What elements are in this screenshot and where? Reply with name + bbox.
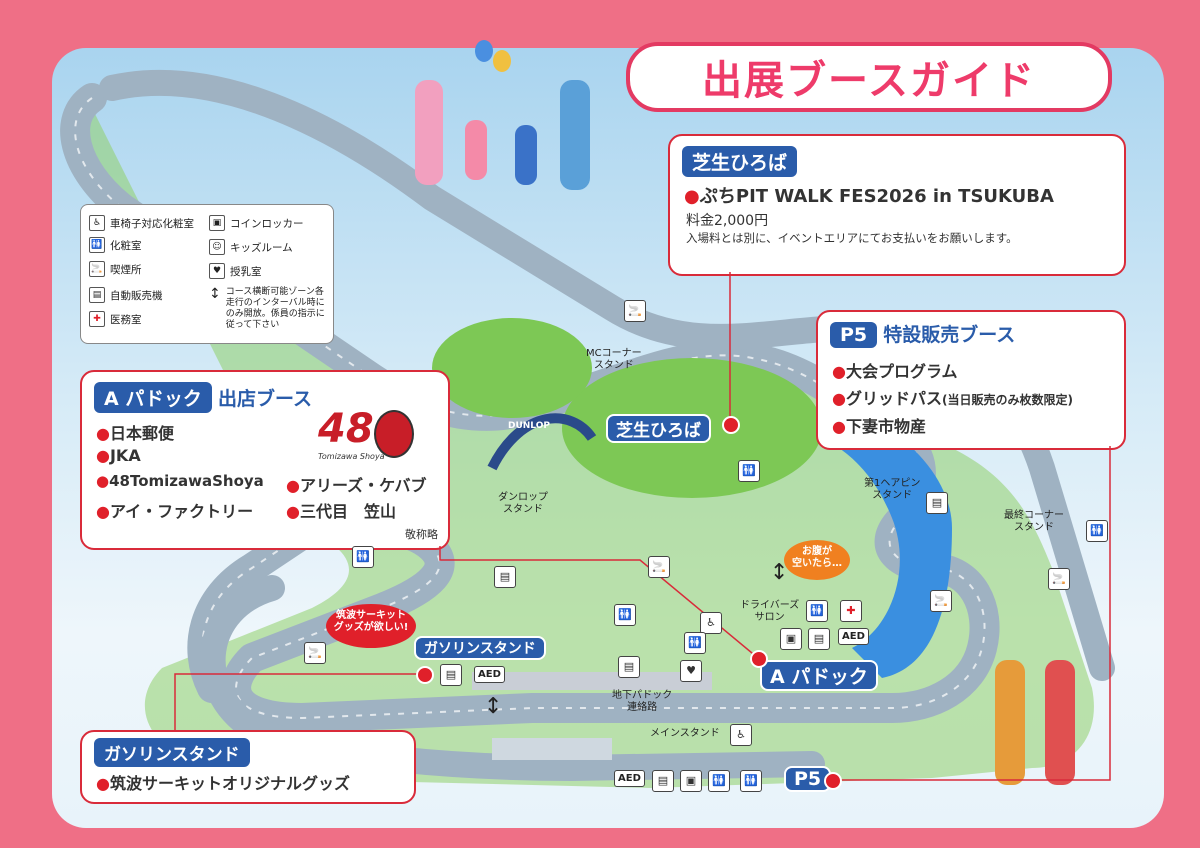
crossing-arrow-icon: ↕: [484, 694, 503, 719]
toilet-icon: 🚻: [738, 460, 760, 482]
shibafu-info-box: 芝生ひろば ●ぷちPIT WALK FES2026 in TSUKUBA 料金2…: [668, 134, 1126, 276]
legend-item: ↕ コース横断可能ゾーン各走行のインターバル時にのみ開放。係員の指示に従って下さ…: [209, 286, 325, 330]
legend-item: 🚻化粧室: [89, 237, 142, 253]
label-hairpin-stand: 第1ヘアピン スタンド: [864, 478, 921, 501]
legend-item: ▣コインロッカー: [209, 215, 304, 231]
coin-locker-icon: ▣: [680, 770, 702, 792]
map-marker-gas: [416, 666, 434, 684]
smoking-icon: 🚬: [304, 642, 326, 664]
paddock-item: ●三代目 笠山: [286, 502, 396, 521]
p5-item: ●グリッドパス(当日販売のみ枚数限定): [832, 389, 1073, 408]
coin-locker-icon: ▣: [780, 628, 802, 650]
couple-illustration: [990, 640, 1090, 790]
wheelchair-icon: ♿: [730, 724, 752, 746]
toilet-icon: 🚻: [89, 237, 105, 253]
label-drivers-salon: ドライバーズ サロン: [740, 600, 800, 623]
crossing-arrow-icon: ↕: [209, 286, 221, 302]
aed-marker: AED: [614, 770, 645, 787]
smoking-icon: 🚬: [648, 556, 670, 578]
coin-locker-icon: ▣: [209, 215, 225, 231]
smoking-icon: 🚬: [1048, 568, 1070, 590]
legend-item: ☺キッズルーム: [209, 239, 293, 255]
vending-machine-icon: ▤: [89, 287, 105, 303]
vending-machine-icon: ▤: [926, 492, 948, 514]
shibafu-box-header: 芝生ひろば: [682, 146, 798, 177]
aed-marker: AED: [474, 666, 505, 683]
family-illustration: [405, 40, 615, 190]
kids-room-icon: ☺: [209, 239, 225, 255]
vending-machine-icon: ▤: [618, 656, 640, 678]
legend-item: ♿車椅子対応化粧室: [89, 215, 194, 231]
label-last-corner-stand: 最終コーナー スタンド: [1004, 510, 1064, 533]
map-tag-p5: P5: [784, 766, 832, 792]
toilet-icon: 🚻: [614, 604, 636, 626]
paddock-item: ●日本郵便: [96, 424, 174, 443]
first-aid-icon: ✚: [840, 600, 862, 622]
nursing-room-icon: ♥: [209, 263, 225, 279]
label-underpass: 地下パドック 連絡路: [612, 690, 673, 713]
gas-box-header: ガソリンスタンド: [94, 738, 250, 767]
dunlop-arch-text: DUNLOP: [508, 421, 550, 431]
honorific-note: 敬称略: [405, 528, 438, 541]
smoking-icon: 🚬: [624, 300, 646, 322]
gas-station-info-box: ガソリンスタンド ●筑波サーキットオリジナルグッズ: [80, 730, 416, 804]
p5-box-header: P5 特設販売ブース: [830, 320, 1015, 348]
vending-machine-icon: ▤: [494, 566, 516, 588]
toilet-icon: 🚻: [740, 770, 762, 792]
map-marker-p5: [824, 772, 842, 790]
toilet-icon: 🚻: [708, 770, 730, 792]
p5-item: ●大会プログラム: [832, 362, 958, 381]
label-dunlop-stand: ダンロップ スタンド: [498, 492, 548, 515]
toilet-icon: 🚻: [352, 546, 374, 568]
shibafu-item: ●ぷちPIT WALK FES2026 in TSUKUBA: [684, 186, 1054, 207]
map-marker-shibafu: [722, 416, 740, 434]
map-tag-paddock: A パドック: [760, 660, 878, 691]
map-marker-paddock: [750, 650, 768, 668]
paddock-item: ●アイ・ファクトリー: [96, 502, 254, 521]
page-title-box: 出展ブースガイド: [626, 42, 1112, 112]
smoking-icon: 🚬: [89, 261, 105, 277]
paddock-item: ●48TomizawaShoya: [96, 472, 264, 490]
wheelchair-icon: ♿: [700, 612, 722, 634]
wheelchair-toilet-icon: ♿: [89, 215, 105, 231]
hungry-speech-bubble: お腹が 空いたら…: [784, 540, 850, 580]
paddock-box-header: A パドック 出店ブース: [94, 382, 312, 413]
crossing-arrow-icon: ↕: [770, 560, 789, 585]
toilet-icon: 🚻: [684, 632, 706, 654]
shibafu-note: 入場料とは別に、イベントエリアにてお支払いをお願いします。: [686, 231, 1018, 245]
map-tag-gas: ガソリンスタンド: [414, 636, 546, 660]
goods-speech-bubble: 筑波サーキット グッズが欲しい!: [326, 604, 416, 648]
p5-info-box: P5 特設販売ブース ●大会プログラム ●グリッドパス(当日販売のみ枚数限定) …: [816, 310, 1126, 450]
vending-machine-icon: ▤: [808, 628, 830, 650]
toilet-icon: 🚻: [1086, 520, 1108, 542]
legend-box: ♿車椅子対応化粧室 🚻化粧室 🚬喫煙所 ▤自動販売機 ✚医務室 ▣コインロッカー…: [80, 204, 334, 344]
toilet-icon: 🚻: [806, 600, 828, 622]
paddock-item: ●JKA: [96, 446, 141, 465]
tomizawa-logo: 48 Tomizawa Shoya: [318, 406, 418, 466]
nursing-room-icon: ♥: [680, 660, 702, 682]
vending-machine-icon: ▤: [440, 664, 462, 686]
vending-machine-icon: ▤: [652, 770, 674, 792]
label-main-stand: メインスタンド: [650, 728, 720, 739]
paddock-info-box: A パドック 出店ブース ●日本郵便 ●JKA ●48TomizawaShoya…: [80, 370, 450, 550]
p5-item: ●下妻市物産: [832, 417, 926, 436]
paddock-item: ●アリーズ・ケバブ: [286, 476, 427, 495]
legend-item: ♥授乳室: [209, 263, 262, 279]
legend-item: ✚医務室: [89, 311, 142, 327]
shibafu-price: 料金2,000円: [686, 213, 769, 229]
first-aid-icon: ✚: [89, 311, 105, 327]
page-title: 出展ブースガイド: [702, 58, 1036, 104]
gas-item: ●筑波サーキットオリジナルグッズ: [96, 774, 350, 793]
smoking-icon: 🚬: [930, 590, 952, 612]
tomizawa-mascot: [374, 410, 414, 458]
map-tag-shibafu: 芝生ひろば: [606, 414, 711, 443]
aed-marker: AED: [838, 628, 869, 645]
legend-item: 🚬喫煙所: [89, 261, 142, 277]
legend-item: ▤自動販売機: [89, 287, 163, 303]
label-mc-stand: MCコーナー スタンド: [586, 348, 642, 371]
